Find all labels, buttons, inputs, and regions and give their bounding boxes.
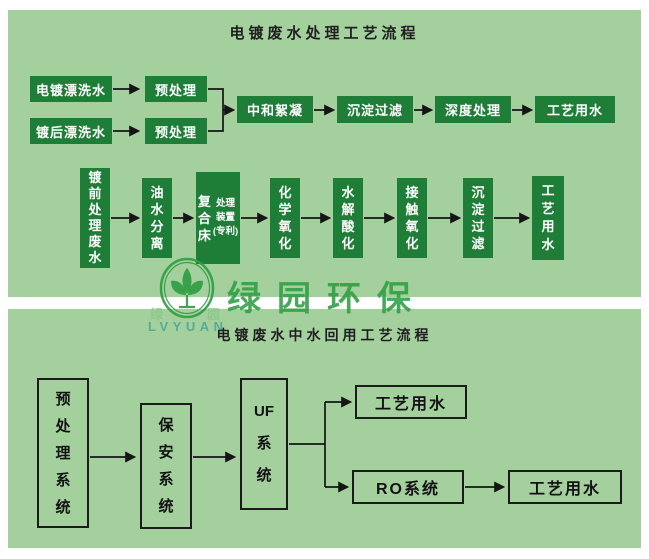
node-composite-bed-device: 复 合 床 处理 装置 (专利) <box>196 172 240 264</box>
node-process-water-2: 工 艺 用 水 <box>532 176 564 260</box>
leaf-logo-icon <box>159 257 215 319</box>
node-neutralization-flocculation: 中和絮凝 <box>237 96 313 123</box>
top-panel: 电镀废水处理工艺流程 电镀漂洗水 预处理 镀后漂洗水 预处理 中和絮凝 沉淀过滤… <box>8 10 641 297</box>
brand-cn-small-text: 绿园 <box>150 307 265 322</box>
top-title: 电镀废水处理工艺流程 <box>229 25 420 42</box>
node-pre-plating-wastewater: 镀 前 处 理 废 水 <box>80 168 110 268</box>
composite-device-patent-label: 处理 装置 (专利) <box>212 198 239 237</box>
brand-latin-text: LVYUAN <box>148 319 228 334</box>
composite-bed-label: 复 合 床 <box>197 193 211 243</box>
node-security-filter-system: 保 安 系 统 <box>140 403 192 529</box>
node-hydrolysis-acidification: 水 解 酸 化 <box>333 178 363 258</box>
node-pretreatment-2: 预处理 <box>145 118 207 144</box>
node-advanced-treatment: 深度处理 <box>435 96 511 123</box>
node-post-plating-rinse-water: 镀后漂洗水 <box>30 118 112 144</box>
bottom-title: 电镀废水中水回用工艺流程 <box>216 327 433 343</box>
node-uf-system: UF 系 统 <box>240 378 288 510</box>
node-plating-rinse-water: 电镀漂洗水 <box>30 76 112 102</box>
node-process-water-1: 工艺用水 <box>535 96 615 123</box>
node-pretreatment-1: 预处理 <box>145 76 207 102</box>
node-chemical-oxidation: 化 学 氧 化 <box>270 178 300 258</box>
brand-text: 绿园环保 <box>227 280 427 318</box>
node-oil-water-separation: 油 水 分 离 <box>142 178 172 258</box>
node-pretreatment-system: 预 处 理 系 统 <box>37 378 89 528</box>
node-ro-system: RO系统 <box>352 470 464 504</box>
node-process-water-3: 工艺用水 <box>355 385 467 419</box>
node-sedimentation-filtration: 沉淀过滤 <box>337 96 413 123</box>
node-sedimentation-filtration-2: 沉 淀 过 滤 <box>463 178 493 258</box>
node-contact-oxidation: 接 触 氧 化 <box>397 178 427 258</box>
bottom-panel: 电镀废水中水回用工艺流程 预 处 理 系 统 保 安 系 统 UF 系 统 工艺… <box>8 309 641 548</box>
node-process-water-4: 工艺用水 <box>508 470 622 504</box>
logo-badge <box>158 256 216 325</box>
